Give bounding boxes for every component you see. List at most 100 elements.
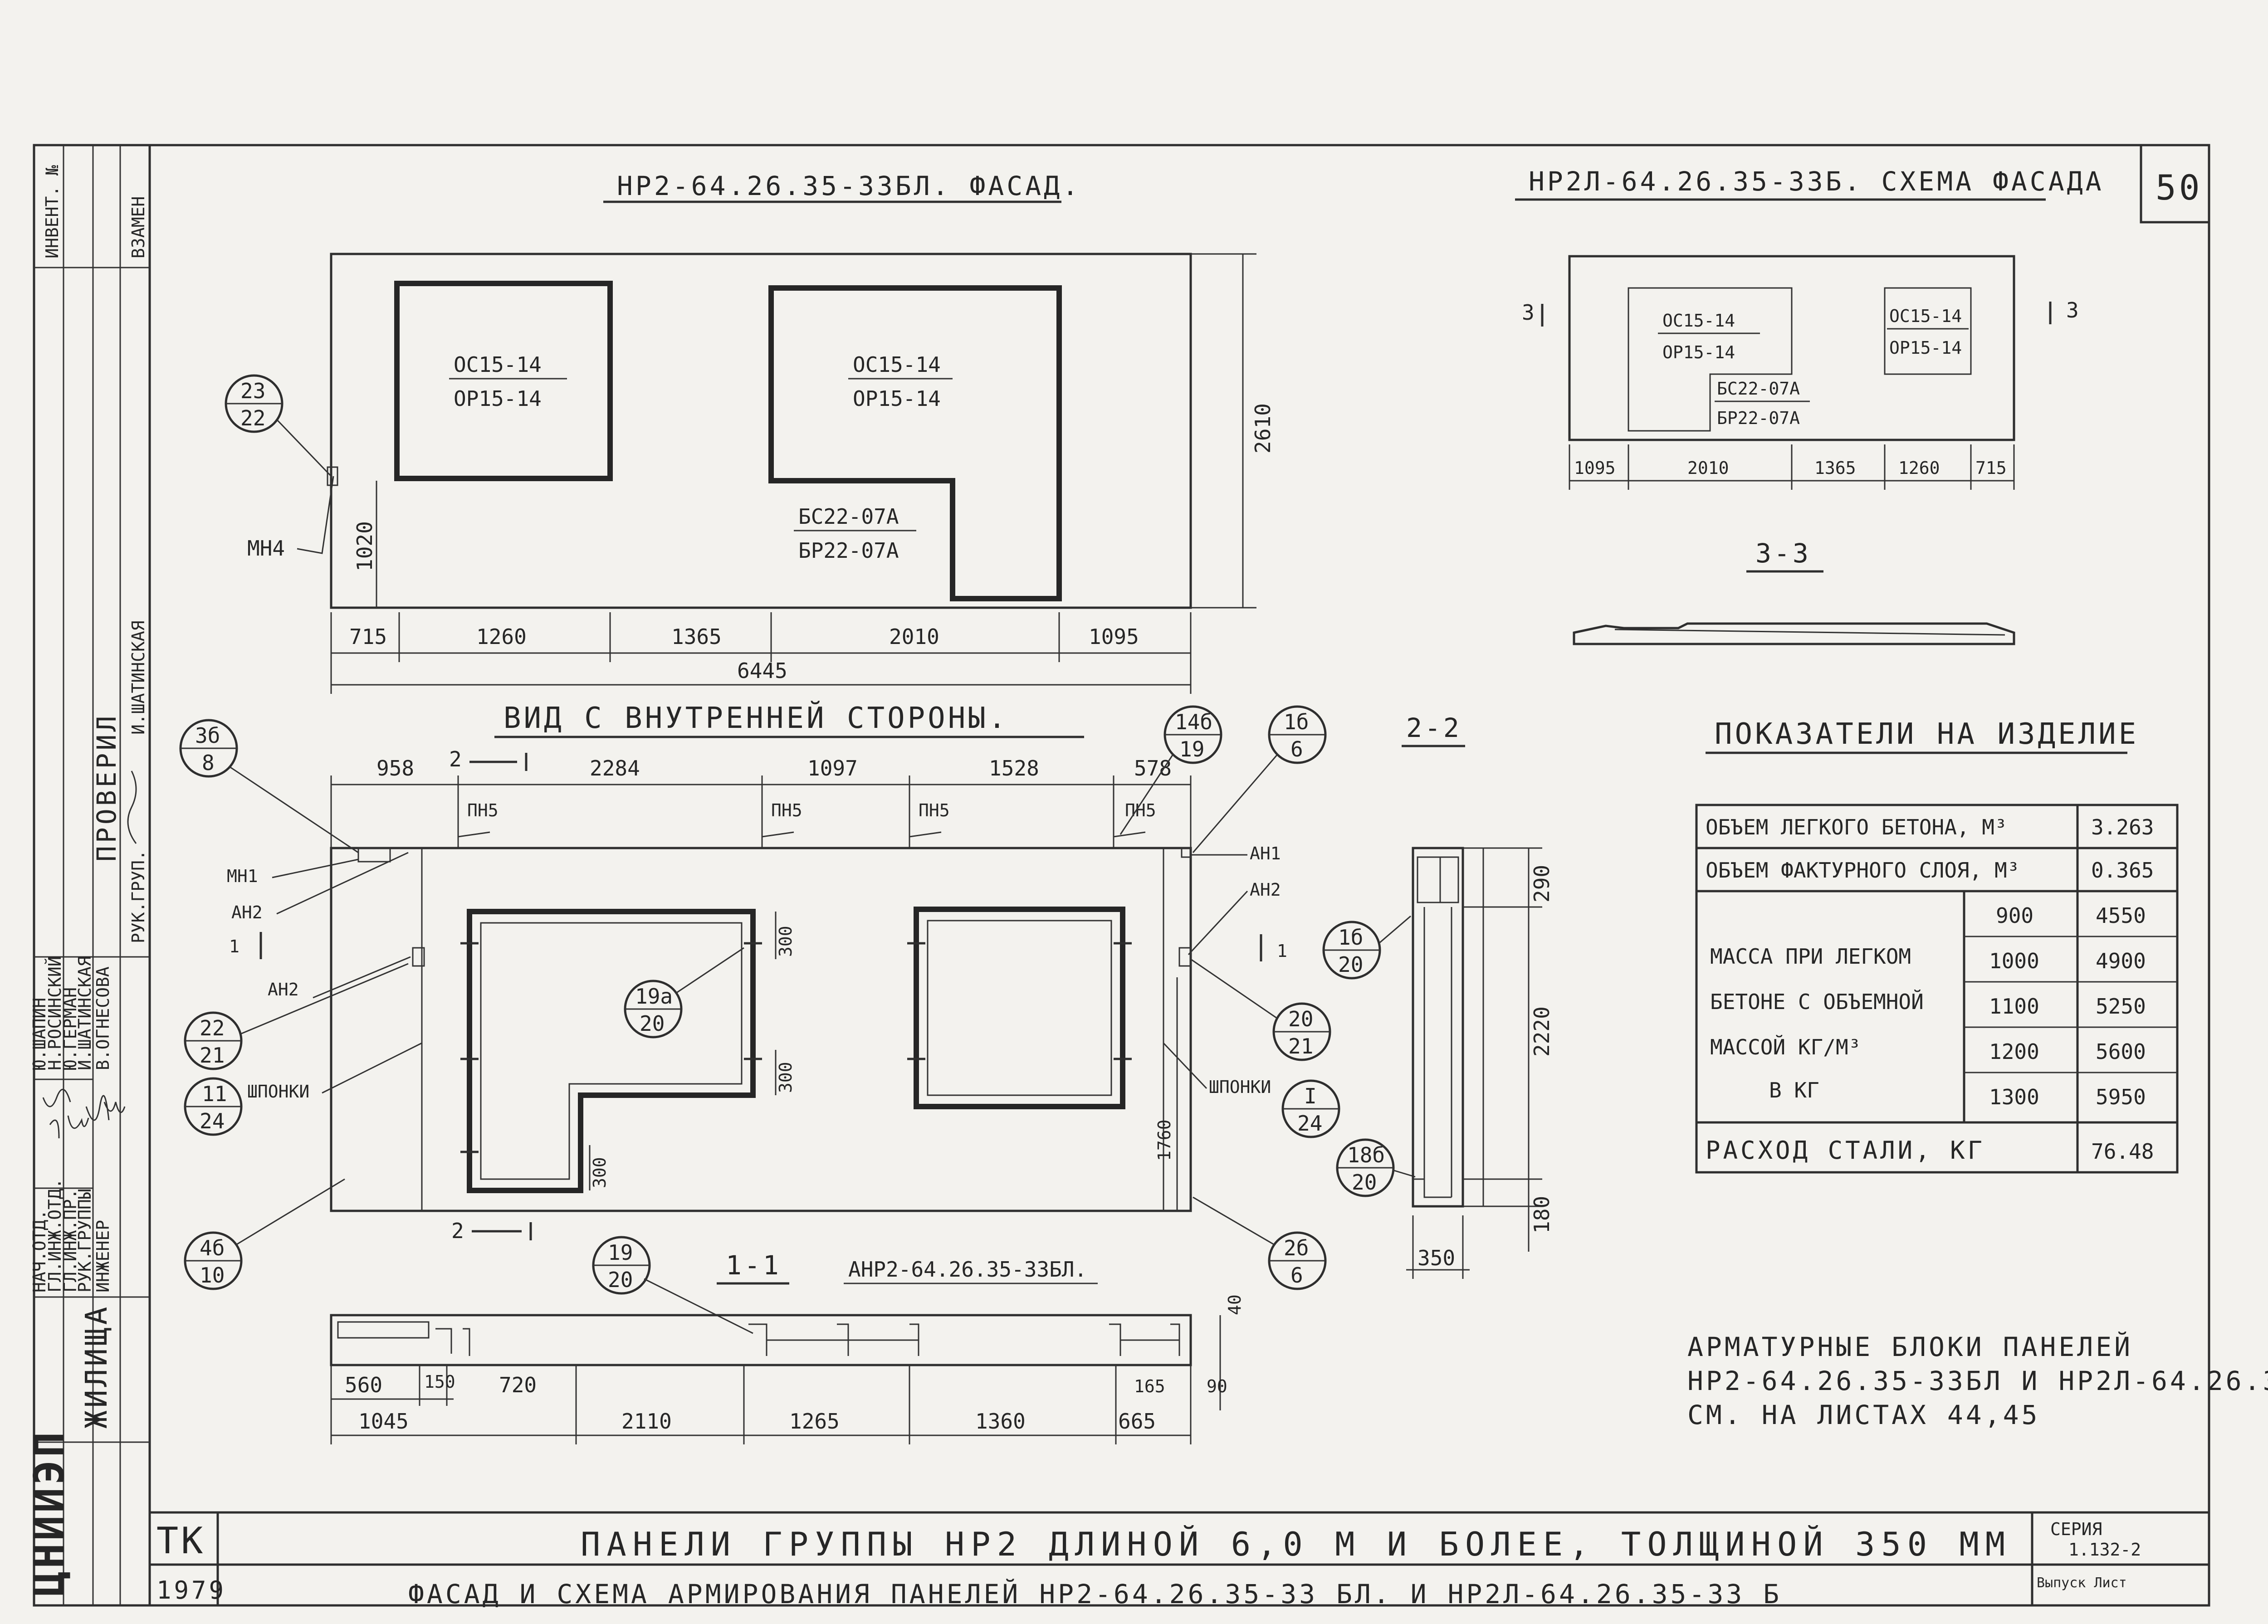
dimension-label: 2110 xyxy=(621,1409,672,1434)
sheet-subtitle: ФАСАД И СХЕМА АРМИРОВАНИЯ ПАНЕЛЕЙ НР2-64… xyxy=(408,1578,1782,1609)
cut-mark: 2 xyxy=(451,1219,464,1243)
dimension-label: 1260 xyxy=(476,624,527,649)
dimension-label: 180 xyxy=(1530,1196,1554,1234)
stamp-name: Ю.ШАПИН xyxy=(29,998,49,1070)
dimension-label: 165 xyxy=(1134,1376,1165,1396)
scheme-title: НР2Л-64.26.35-33Б. СХЕМА ФАСАДА xyxy=(1529,166,2104,197)
lifting-loops: ПН5 ПН5 ПН5 ПН5 xyxy=(457,800,1156,848)
dimension-label: 1045 xyxy=(358,1409,409,1434)
callout-bubble: 1б 20 xyxy=(1322,915,1411,980)
dimension-label: 2284 xyxy=(590,756,640,780)
mass-value: 4900 xyxy=(2096,949,2146,973)
bubble-bottom: 20 xyxy=(640,1011,665,1036)
bubble-top: 11 xyxy=(202,1082,227,1106)
stamp-role: ГЛ.ИНЖ.ПР. xyxy=(60,1189,80,1292)
callout-bubbles: 3б 8 22 21 11 24 4б 10 19а 20 xyxy=(179,705,1416,1334)
bubble-bottom: 20 xyxy=(1352,1170,1377,1195)
dimension-label: 2610 xyxy=(1251,403,1275,454)
indicators-table xyxy=(1695,804,2179,1174)
bubble-top: 1б xyxy=(1338,925,1363,950)
indicators-title: ПОКАЗАТЕЛИ НА ИЗДЕЛИЕ xyxy=(1715,717,2139,751)
bubble-bottom: 21 xyxy=(1288,1034,1313,1058)
dimension-label: 150 xyxy=(424,1372,455,1392)
inside-panel xyxy=(330,847,1192,1212)
stamp-role: ГЛ.ИНЖ.ОТД. xyxy=(45,1178,65,1292)
window-mark-top: ОС15-14 xyxy=(1662,311,1735,331)
section-label: 1-1 xyxy=(726,1250,782,1281)
cut-mark: 2 xyxy=(449,747,462,771)
section-1-1-profile xyxy=(330,1314,1221,1366)
dimension-label: 1365 xyxy=(1814,458,1856,478)
loop-label: ПН5 xyxy=(771,800,802,820)
density-value: 1200 xyxy=(1989,1039,2039,1064)
bubble-top: 18б xyxy=(1347,1143,1385,1167)
window-mark-bottom: ОР15-14 xyxy=(853,386,941,411)
stamp-name: И.ШАТИНСКАЯ xyxy=(75,956,95,1070)
callout-bubble: 23 22 xyxy=(225,374,332,477)
facade-dimensions: 715 1260 1365 2010 1095 6445 2610 1020 xyxy=(330,253,1275,694)
anchor-label: АН1 xyxy=(1250,844,1281,863)
stamp-role: РУК.ГРУППЫ xyxy=(75,1189,95,1292)
callout-bubble: 20 21 xyxy=(1190,958,1331,1061)
indicator-value: 0.365 xyxy=(2091,858,2154,883)
bubble-top: 2б xyxy=(1284,1236,1309,1260)
callout-bubble: 18б 20 xyxy=(1336,1138,1416,1197)
indicator-value: 3.263 xyxy=(2091,815,2154,839)
scheme-dimensions: 1095 2010 1365 1260 715 xyxy=(1569,444,2015,490)
bubble-bottom: 6 xyxy=(1290,737,1303,761)
note-line: СМ. НА ЛИСТАХ 44,45 xyxy=(1687,1400,2040,1430)
callout-bubble: 2б 6 xyxy=(1193,1196,1327,1290)
bubble-top: 19а xyxy=(635,984,673,1009)
callout-bubble: 4б 10 xyxy=(184,1178,345,1290)
stamp-vzamen: ВЗАМЕН xyxy=(128,196,148,258)
dimension-label: 1260 xyxy=(1898,458,1940,478)
stamp-name: В.ОГНЕСОВА xyxy=(93,966,113,1070)
dimension-label: 1095 xyxy=(1089,624,1139,649)
stamp-role: ИНЖЕНЕР xyxy=(93,1220,113,1292)
key-label: ШПОНКИ xyxy=(1209,1077,1271,1097)
steel-label: РАСХОД СТАЛИ, КГ xyxy=(1706,1136,1985,1165)
stamp-proveril: ПРОВЕРИЛ xyxy=(91,713,122,862)
loop-label: ПН5 xyxy=(467,800,499,820)
bubble-bottom: 24 xyxy=(200,1109,225,1133)
dimension-label: 1365 xyxy=(671,624,722,649)
bubble-top: 20 xyxy=(1288,1007,1313,1031)
cut-mark: 1 xyxy=(229,936,240,956)
bubble-top: 3б xyxy=(195,723,220,748)
steel-value: 76.48 xyxy=(2091,1139,2154,1164)
stamp-strip xyxy=(34,145,150,1605)
indicator-label: ОБЪЕМ ЛЕГКОГО БЕТОНА, М³ xyxy=(1706,815,2007,839)
door-mark-top: БС22-07А xyxy=(1717,379,1800,399)
bubble-bottom: 22 xyxy=(240,406,265,430)
series-label: СЕРИЯ xyxy=(2050,1519,2102,1539)
signature-scribbles xyxy=(42,771,137,1139)
sheet-title: ПАНЕЛИ ГРУППЫ НР2 ДЛИНОЙ 6,0 М И БОЛЕЕ, … xyxy=(581,1525,2011,1563)
bubble-top: 19 xyxy=(608,1240,633,1265)
mass-label: МАССА ПРИ ЛЕГКОМ xyxy=(1710,944,1911,969)
dimension-label: 1528 xyxy=(989,756,1039,780)
note-line: АРМАТУРНЫЕ БЛОКИ ПАНЕЛЕЙ xyxy=(1687,1331,2133,1362)
dimension-label: 350 xyxy=(1418,1246,1455,1270)
window-mark-bottom: ОР15-14 xyxy=(1662,342,1735,362)
dimension-label: 1020 xyxy=(352,521,377,571)
bubble-bottom: 8 xyxy=(202,751,215,775)
density-value: 1100 xyxy=(1989,994,2039,1019)
org-name: ЖИЛИЩА xyxy=(79,1304,114,1429)
dimension-label: 1360 xyxy=(975,1409,1026,1434)
stamp-name: Н.РОСИНСКИЙ xyxy=(45,956,65,1070)
section-2-2-profile xyxy=(1412,847,1542,1252)
callout-bubble: 19 20 xyxy=(592,1236,753,1334)
tk-label: ТК xyxy=(156,1520,205,1562)
cut-mark: 3 xyxy=(1522,300,1535,325)
dimension-label: 6445 xyxy=(737,658,787,683)
dimension-label: 715 xyxy=(349,624,387,649)
bubble-top: 22 xyxy=(200,1016,225,1040)
bubble-bottom: 10 xyxy=(200,1263,225,1287)
density-value: 1000 xyxy=(1989,949,2039,973)
mass-value: 5600 xyxy=(2096,1039,2146,1064)
door-mark-top: БС22-07А xyxy=(798,504,899,529)
stamp-name: Ю.ГЕРМАН xyxy=(60,987,80,1070)
mass-label: МАССОЙ КГ/М³ xyxy=(1710,1035,1861,1059)
mass-value: 5950 xyxy=(2096,1085,2146,1109)
window-mark-top: ОС15-14 xyxy=(454,352,542,377)
